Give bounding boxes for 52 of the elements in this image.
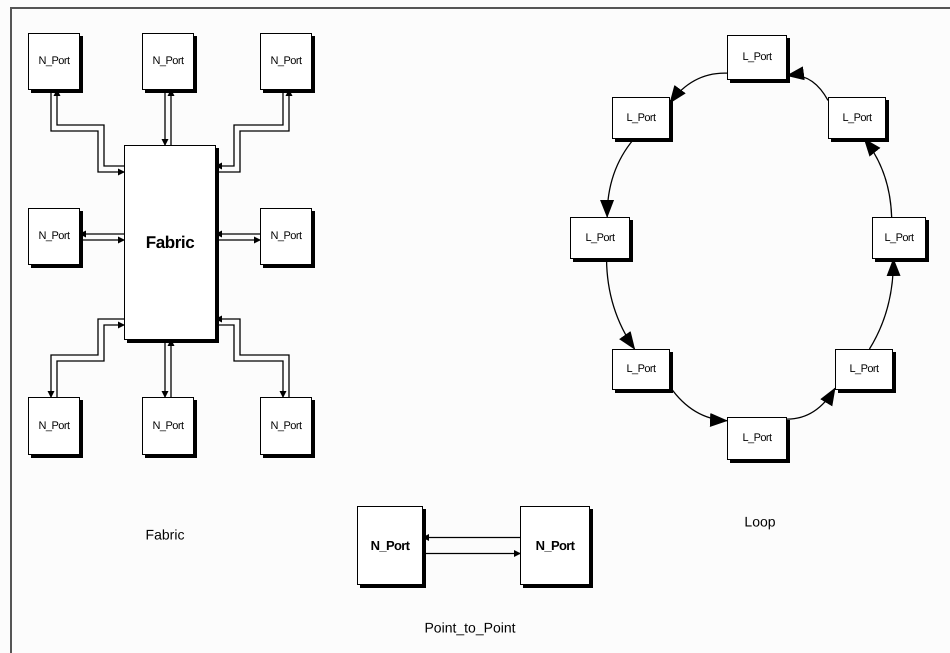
port-box bbox=[260, 33, 312, 90]
port-box bbox=[727, 35, 787, 80]
port-label: L_Port bbox=[842, 110, 872, 126]
port-label: N_Port bbox=[370, 536, 410, 555]
arrow bbox=[786, 387, 836, 420]
port-box bbox=[28, 397, 80, 455]
port-label: L_Port bbox=[626, 362, 656, 378]
port-label: L_Port bbox=[884, 230, 914, 246]
port-box bbox=[142, 397, 194, 455]
port-box bbox=[142, 33, 194, 90]
port-label: L_Port bbox=[585, 230, 615, 246]
topology-caption: Fabric bbox=[146, 526, 184, 544]
arrow bbox=[56, 322, 125, 397]
arrow bbox=[80, 236, 125, 244]
port-box bbox=[872, 217, 926, 259]
port-label: N_Port bbox=[536, 536, 574, 555]
port-box bbox=[612, 97, 670, 139]
arrow bbox=[669, 72, 727, 104]
port-label: L_Port bbox=[849, 362, 879, 378]
topology-caption: Loop bbox=[744, 512, 776, 532]
port-box bbox=[727, 417, 787, 460]
port-box bbox=[828, 97, 886, 139]
port-label: N_Port bbox=[152, 54, 184, 70]
port-box bbox=[835, 349, 893, 390]
port-label: Fabric bbox=[146, 232, 194, 254]
port-box bbox=[357, 506, 423, 585]
port-label: L_Port bbox=[742, 431, 772, 446]
topology-caption: Point_to_Point bbox=[424, 618, 516, 638]
port-label: N_Port bbox=[270, 418, 302, 434]
fabric-box bbox=[124, 145, 216, 340]
arrow bbox=[162, 340, 168, 398]
arrow bbox=[48, 318, 124, 398]
arrow bbox=[216, 324, 286, 398]
port-box bbox=[612, 349, 670, 390]
arrow bbox=[216, 236, 261, 244]
port-label: N_Port bbox=[38, 229, 70, 244]
arrow bbox=[50, 90, 125, 176]
port-box bbox=[260, 397, 312, 455]
port-box bbox=[28, 33, 80, 90]
port-label: N_Port bbox=[270, 229, 302, 244]
arrow bbox=[423, 550, 521, 557]
port-label: L_Port bbox=[626, 110, 656, 126]
port-label: N_Port bbox=[38, 418, 70, 434]
arrow bbox=[162, 90, 168, 146]
port-label: N_Port bbox=[270, 54, 302, 70]
port-box bbox=[570, 217, 630, 259]
port-box bbox=[28, 208, 80, 265]
port-box bbox=[260, 208, 312, 265]
port-box bbox=[520, 506, 590, 585]
port-label: N_Port bbox=[38, 54, 70, 70]
port-label: L_Port bbox=[742, 50, 772, 66]
port-label: N_Port bbox=[152, 418, 184, 434]
